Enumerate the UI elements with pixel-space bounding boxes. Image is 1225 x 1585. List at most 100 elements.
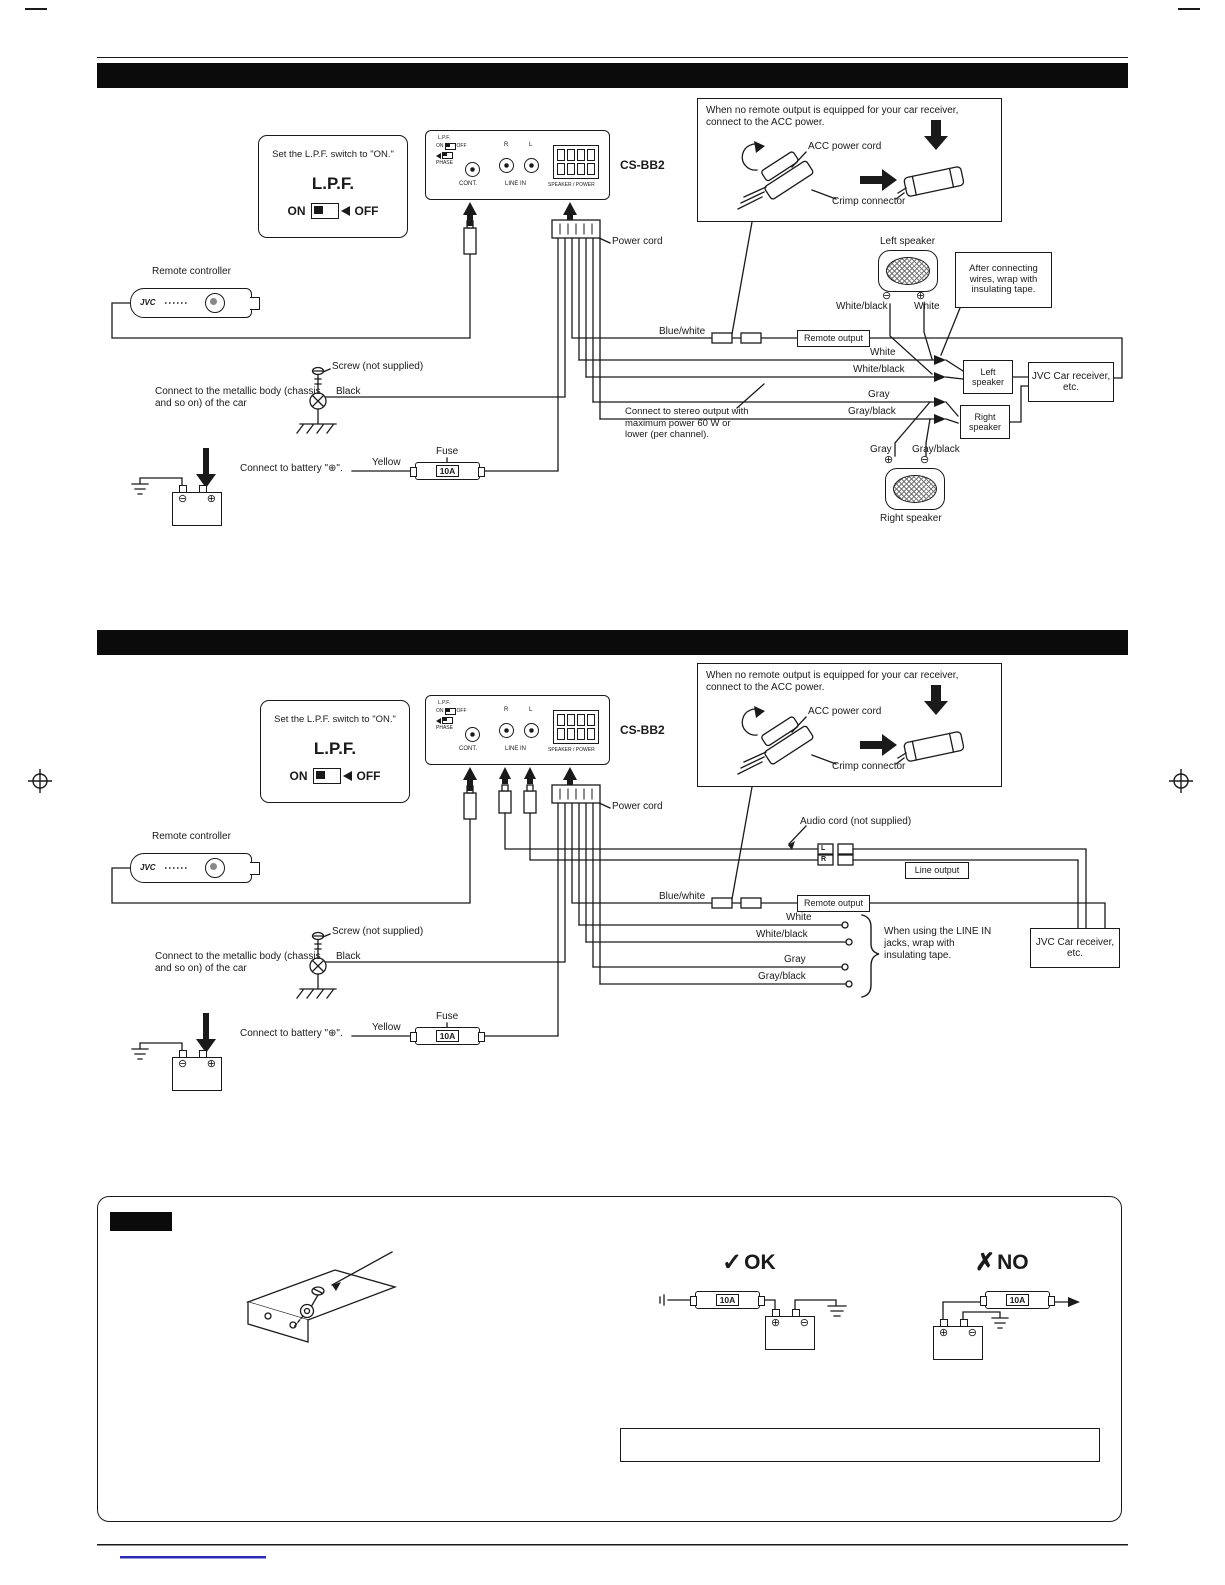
- lpf-switch-row-2: ON OFF: [261, 768, 409, 784]
- lpf-instruction-box-2: Set the L.P.F. switch to "ON." L.P.F. ON…: [260, 700, 410, 803]
- model-label-1: CS-BB2: [620, 158, 665, 172]
- lpf-arrow-left-icon-2: [342, 771, 352, 781]
- remote-dots: [165, 302, 189, 304]
- insulate-note-text: After connecting wires, wrap with insula…: [969, 262, 1038, 296]
- amp-cont-jack: [465, 162, 480, 177]
- audio-cord-label: Audio cord (not supplied): [800, 816, 912, 827]
- acc-callout-box-2: When no remote output is equipped for yo…: [697, 663, 1002, 787]
- right-speaker-label: Right speaker: [880, 513, 942, 524]
- amp-speaker-power-label: SPEAKER / POWER: [548, 182, 595, 188]
- ok-label: ✓ OK: [722, 1248, 776, 1277]
- amp-arrow-left-icon: [436, 152, 441, 159]
- battery-post: [199, 485, 207, 493]
- acc-callout-box-1: When no remote output is equipped for yo…: [697, 98, 1002, 222]
- lpf-arrow-left-icon: [340, 206, 350, 216]
- amp-cont-label: CONT.: [459, 181, 477, 187]
- lpf-title: L.P.F.: [311, 174, 355, 193]
- ok-battery: ⊕ ⊖: [765, 1309, 815, 1350]
- black-wire-label-1: Black: [336, 386, 361, 397]
- gray-black-wire-label-2: Gray/black: [758, 971, 806, 982]
- ok-battery-minus: ⊖: [799, 1317, 809, 1329]
- amp-speaker-power-connector-2: [553, 710, 599, 744]
- no-fuse: 10A: [980, 1291, 1055, 1309]
- amp-cont-label-2: CONT.: [459, 746, 477, 752]
- line-output-box: Line output: [905, 862, 969, 879]
- fuse-1: 10A: [410, 462, 485, 480]
- check-icon: ✓: [722, 1249, 743, 1276]
- no-battery: ⊕ ⊖: [933, 1319, 983, 1360]
- amp-lpf-label: L.P.F.: [438, 135, 451, 141]
- amp-lpf-label-2: L.P.F.: [438, 700, 451, 706]
- lpf-switch-icon: [310, 203, 339, 219]
- blue-white-label-1: Blue/white: [659, 326, 706, 337]
- battery-minus-2: ⊖: [178, 1058, 188, 1070]
- lpf-title-2: L.P.F.: [313, 739, 357, 758]
- amp-speaker-power-connector: [553, 145, 599, 179]
- gray-wire-label-1: Gray: [868, 389, 890, 400]
- caution-tag: [110, 1212, 172, 1231]
- speaker-cone: [886, 257, 930, 285]
- amp-lpf-switch: ON OFF: [436, 143, 467, 150]
- diagram2-wires: [498, 767, 1106, 998]
- white-wire-label-2: White: [786, 912, 812, 923]
- amp-on-label-2: ON: [436, 708, 444, 714]
- amp-line-in-label-2: LINE IN: [505, 746, 527, 752]
- power-cord-label-1: Power cord: [612, 236, 663, 247]
- battery-1: ⊖ ⊕: [172, 485, 222, 526]
- left-speaker-label: Left speaker: [880, 236, 936, 247]
- black-wire-label-2: Black: [336, 951, 361, 962]
- section-bar-2: [97, 630, 1128, 655]
- white-black-wire-label-1: White/black: [853, 364, 905, 375]
- remote-controller-label-2: Remote controller: [152, 831, 231, 842]
- battery-post: [960, 1319, 968, 1327]
- ok-fuse: 10A: [690, 1291, 765, 1309]
- left-speaker-box: Left speaker: [963, 360, 1013, 394]
- fuse-2: 10A: [410, 1027, 485, 1045]
- acc-note-text-2: When no remote output is equipped for yo…: [706, 670, 959, 693]
- acc-power-cord-label-1: ACC power cord: [808, 141, 882, 152]
- receiver-box-text-2: JVC Car receiver, etc.: [1035, 936, 1115, 960]
- crimp-connector-label-2: Crimp connector: [832, 761, 906, 772]
- caution-art: [245, 1251, 1080, 1343]
- fuse-rating-1: 10A: [435, 465, 460, 477]
- remote-controller-label-1: Remote controller: [152, 266, 231, 277]
- line-in-note: When using the LINE IN jacks, wrap with …: [884, 926, 992, 962]
- receiver-box-2: JVC Car receiver, etc.: [1030, 928, 1120, 968]
- gray-black-bottom-label: Gray/black: [912, 444, 960, 455]
- jvc-logo-2: JVC: [140, 863, 156, 872]
- gray-bottom-label: Gray: [870, 444, 892, 455]
- battery-2: ⊖ ⊕: [172, 1050, 222, 1091]
- battery-minus: ⊖: [178, 493, 188, 505]
- ok-text: OK: [744, 1250, 776, 1274]
- amp-switch-icon-2: [444, 708, 456, 715]
- battery-plus: ⊕: [206, 493, 216, 505]
- battery-note-1: Connect to battery "⊕".: [240, 463, 343, 474]
- remote-connector-nub-2: [250, 862, 260, 875]
- right-speaker-minus: ⊖: [920, 454, 930, 466]
- screw-label-2: Screw (not supplied): [332, 926, 424, 937]
- battery-post: [772, 1309, 780, 1317]
- yellow-wire-label-1: Yellow: [372, 457, 401, 468]
- yellow-wire-label-2: Yellow: [372, 1022, 401, 1033]
- battery-post: [792, 1309, 800, 1317]
- amp-switch-icon: [444, 143, 456, 150]
- speaker-cone: [893, 475, 937, 503]
- metallic-note-2: Connect to the metallic body (chassis an…: [155, 951, 321, 975]
- remote-button-icon: [205, 293, 225, 313]
- remote-controller-1: JVC: [130, 288, 260, 318]
- left-speaker-plus: ⊕: [916, 290, 926, 302]
- no-label: ✗ NO: [975, 1248, 1029, 1277]
- amplifier-unit-1: L.P.F. ON OFF PHASE CONT. R L LINE IN SP…: [425, 130, 610, 200]
- amp-line-in-label: LINE IN: [505, 181, 527, 187]
- rca-l-label: L: [821, 845, 826, 852]
- acc-power-cord-label-2: ACC power cord: [808, 706, 882, 717]
- lpf-off-label-2: OFF: [356, 769, 381, 783]
- remote-output-box-2: Remote output: [797, 895, 870, 912]
- metallic-note-1: Connect to the metallic body (chassis an…: [155, 386, 321, 410]
- no-text: NO: [997, 1250, 1029, 1274]
- amp-phase-switch-2: [436, 717, 453, 724]
- no-fuse-rating: 10A: [1005, 1294, 1030, 1306]
- stereo-output-note: Connect to stereo output with maximum po…: [625, 406, 749, 441]
- fuse-label-2: Fuse: [436, 1011, 459, 1022]
